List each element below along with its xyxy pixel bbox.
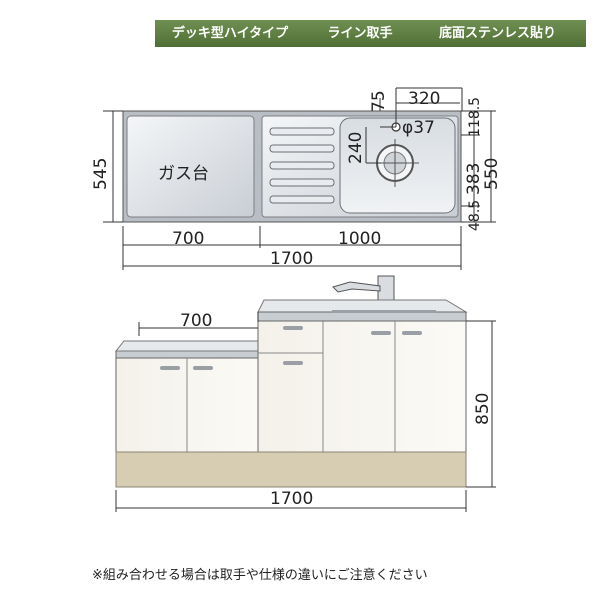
dim-faucet-hole: φ37 <box>402 118 435 138</box>
banner-handle: ライン取手 <box>327 26 393 41</box>
banner-type: デッキ型ハイタイプ <box>171 26 289 41</box>
dim-drain-from-back: 240 <box>346 132 366 164</box>
drainboard-ribs <box>269 127 335 204</box>
dim-total-width-front: 1700 <box>270 489 313 509</box>
front-view: 700 850 1700 <box>114 275 496 512</box>
banner-bottom: 底面ステンレス貼り <box>438 26 556 41</box>
dim-gas-width: 700 <box>172 229 204 249</box>
top-view: ガス台 320 75 φ37 24 <box>91 87 502 270</box>
dim-faucet-offset: 320 <box>408 89 440 109</box>
gas-stand-label: ガス台 <box>158 164 209 184</box>
dim-height: 850 <box>473 393 493 425</box>
title-banner: デッキ型ハイタイプ ライン取手 底面ステンレス貼り <box>155 20 586 47</box>
dim-back-ledge: 118.5 <box>467 97 483 137</box>
dim-faucet-from-back: 75 <box>369 90 389 112</box>
dim-sink-width: 1000 <box>338 229 381 249</box>
plinth <box>115 451 467 488</box>
dim-total-width-top: 1700 <box>270 249 313 269</box>
sink-cabinet <box>257 320 467 453</box>
dim-front-ledge: 48.5 <box>467 200 483 231</box>
dim-depth-right: 550 <box>482 158 502 190</box>
dim-depth-left: 545 <box>91 158 111 190</box>
gas-stand-area <box>126 115 255 218</box>
caution-note: ※組み合わせる場合は取手や仕様の違いにご注意ください <box>92 568 428 583</box>
dim-bowl-depth: 383 <box>464 163 484 195</box>
dim-gas-width-front: 700 <box>180 311 212 331</box>
